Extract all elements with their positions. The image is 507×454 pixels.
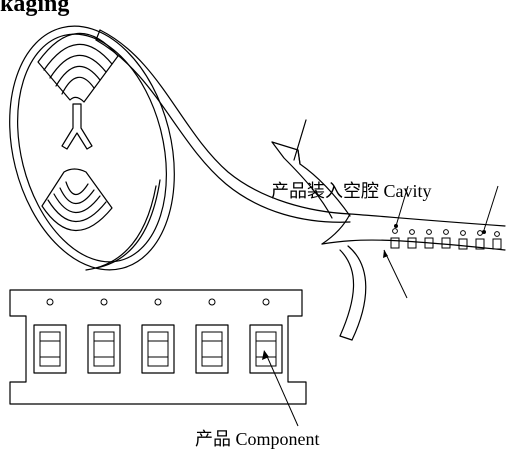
cover-tape [271, 119, 351, 219]
magnified-carrier-tape [9, 289, 307, 405]
reel-lower-window [41, 168, 113, 231]
diagram-title: kaging [0, 0, 70, 17]
cavity-label: 产品装入空腔 Cavity [271, 181, 432, 201]
magnified-pockets [33, 324, 283, 374]
component-label: 产品 Component [195, 429, 320, 449]
magnified-sprocket-holes [46, 298, 270, 306]
component-pointer-tape [383, 249, 408, 299]
reel-rim [9, 25, 175, 271]
sprocket-holes [392, 228, 500, 237]
carrier-tape-ribbon [95, 29, 351, 223]
carrier-tape-strip [321, 213, 506, 341]
reel-hub [61, 103, 93, 150]
component-pointer [262, 350, 299, 427]
tape-pockets [390, 237, 502, 250]
cavity-pointer [394, 185, 499, 234]
reel-upper-window [37, 32, 119, 103]
reel [9, 25, 175, 271]
